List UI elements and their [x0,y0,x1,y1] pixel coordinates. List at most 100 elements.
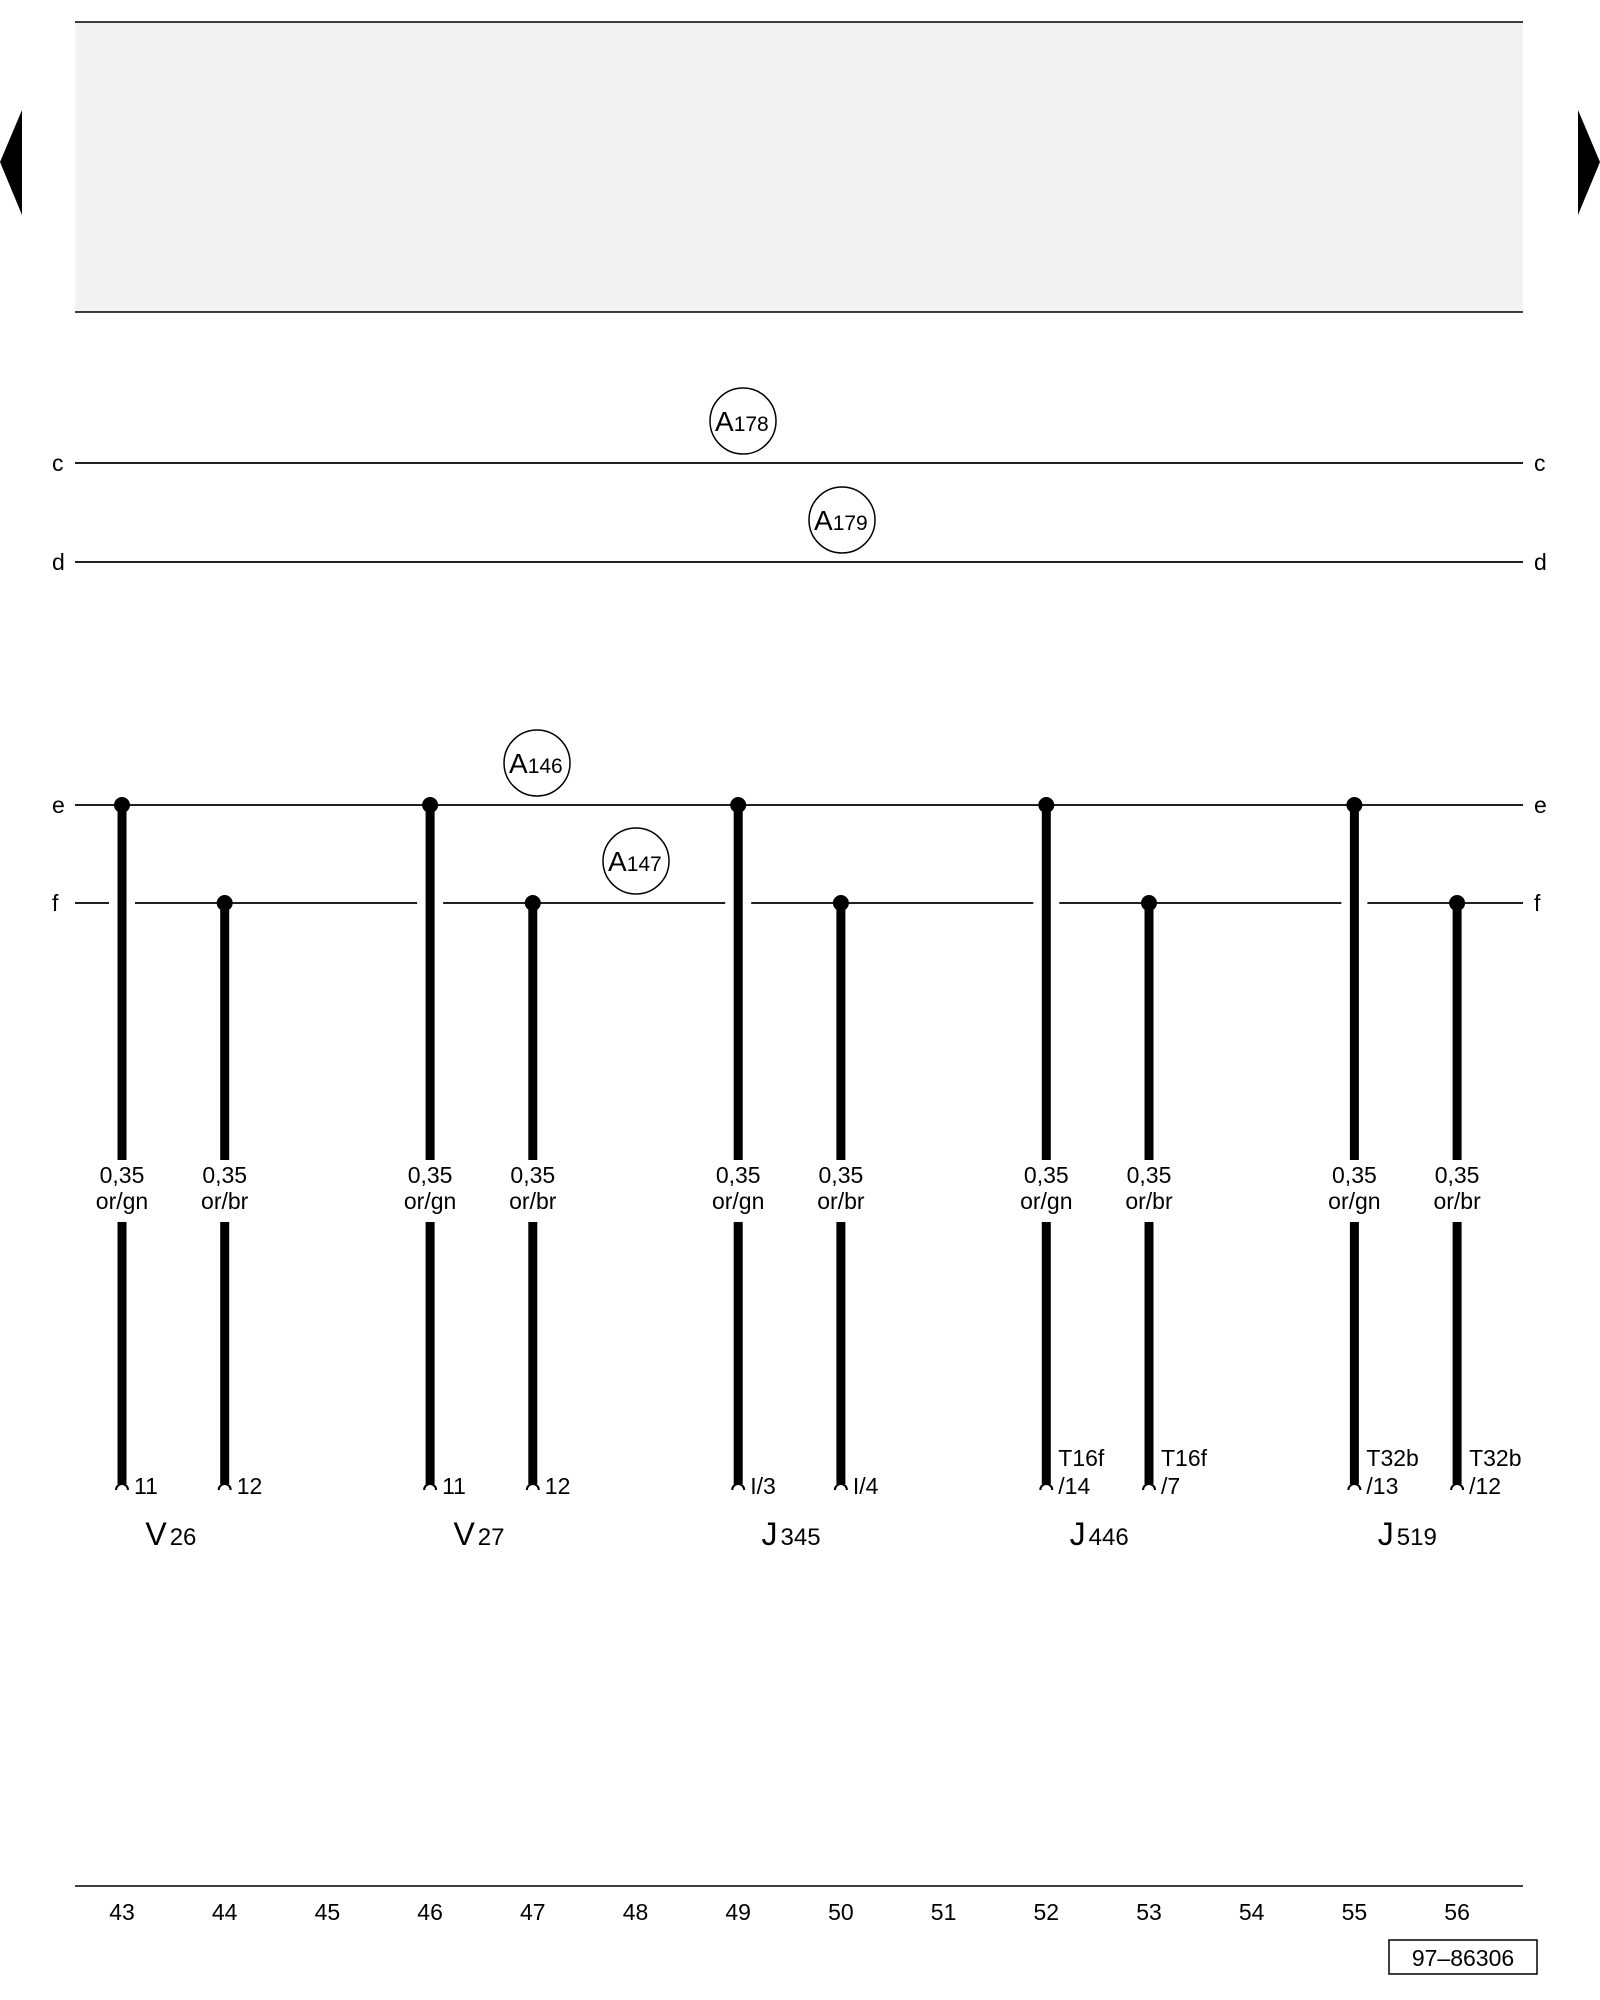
column-number: 50 [828,1899,854,1925]
junction-dot [114,797,130,813]
wire-color-label: or/br [1125,1188,1173,1214]
column-number: 54 [1239,1899,1265,1925]
pin-label-line2: 11 [134,1473,158,1499]
wire-size-label: 0,35 [202,1162,247,1188]
pin-label-line2: /13 [1366,1473,1398,1499]
bus-marker-circle [709,387,777,455]
bus-label-left-c: c [52,450,64,476]
bus-label-right-e: e [1534,792,1547,818]
bus-marker-circle [808,486,876,554]
connector-pin-icon [1450,1483,1465,1491]
header-box [75,22,1523,312]
bus-label-right-d: d [1534,549,1547,575]
wire-size-label: 0,35 [100,1162,145,1188]
connector-pin-icon [1347,1483,1362,1491]
pin-label-line1: T16f [1058,1445,1105,1471]
bus-marker-circle [602,827,670,895]
wire-size-label: 0,35 [1127,1162,1172,1188]
connector-pin-icon [423,1483,438,1491]
triangle-right-icon[interactable] [1578,110,1600,215]
bus-marker-label: A146 [509,748,563,779]
column-number: 43 [109,1899,135,1925]
wire-size-label: 0,35 [1332,1162,1377,1188]
wires: 0,35or/gn110,35or/br120,35or/gn110,35or/… [96,797,1522,1499]
junction-dot [1038,797,1055,813]
pin-label-line1: T16f [1161,1445,1208,1471]
junction-dot [524,895,541,911]
bus-marker-label: A178 [715,406,769,437]
column-number: 46 [417,1899,443,1925]
pin-label-line2: /14 [1058,1473,1090,1499]
wire-size-label: 0,35 [1024,1162,1069,1188]
pin-label-line2: /7 [1161,1473,1180,1499]
connector-pin-icon [731,1483,746,1491]
bus-label-left-d: d [52,549,65,575]
junction-dot [1449,895,1466,911]
bus-marker: A146 [503,729,571,797]
wire-size-label: 0,35 [510,1162,555,1188]
bus-marker-circle [503,729,571,797]
connector-pin-icon [1142,1483,1156,1491]
wire-size-label: 0,35 [1435,1162,1480,1188]
column-number: 52 [1034,1899,1060,1925]
column-number: 51 [931,1899,957,1925]
connector-pin-icon [115,1483,129,1491]
junction-dot [730,797,747,813]
connector-pin-icon [1039,1483,1054,1491]
bus-label-left-e: e [52,792,65,818]
bus-marker: A178 [709,387,777,455]
junction-dot [1346,797,1363,813]
junction-dot [216,895,233,911]
wire-size-label: 0,35 [408,1162,453,1188]
connector-pin-icon [833,1483,848,1491]
pin-label-line2: 12 [237,1473,263,1499]
pin-label-line2: 12 [545,1473,571,1499]
pin-label-line1: T32b [1366,1445,1418,1471]
wire-color-label: or/gn [404,1188,456,1214]
column-number: 44 [212,1899,238,1925]
pin-label-line2: I/4 [853,1473,879,1499]
junction-dot [1141,895,1157,911]
bus-marker-label: A147 [608,846,662,877]
wire-color-label: or/gn [712,1188,764,1214]
junction-dot [422,797,439,813]
bus-marker: A147 [602,827,670,895]
column-number: 49 [725,1899,751,1925]
diagram-id: 97–86306 [1412,1945,1514,1971]
wire-color-label: or/gn [1020,1188,1072,1214]
pin-label-line2: /12 [1469,1473,1501,1499]
wire-color-label: or/br [201,1188,249,1214]
column-number: 55 [1342,1899,1368,1925]
pin-label-line2: I/3 [750,1473,776,1499]
pin-label-line1: T32b [1469,1445,1521,1471]
bus-marker: A179 [808,486,876,554]
triangle-left-icon[interactable] [0,110,22,215]
wire-color-label: or/br [1433,1188,1481,1214]
bus-label-left-f: f [52,890,59,916]
column-number: 53 [1136,1899,1162,1925]
wire-color-label: or/gn [1328,1188,1380,1214]
wire-color-label: or/br [509,1188,557,1214]
pin-label-line2: 11 [442,1473,466,1499]
column-number: 47 [520,1899,546,1925]
column-number: 48 [623,1899,649,1925]
